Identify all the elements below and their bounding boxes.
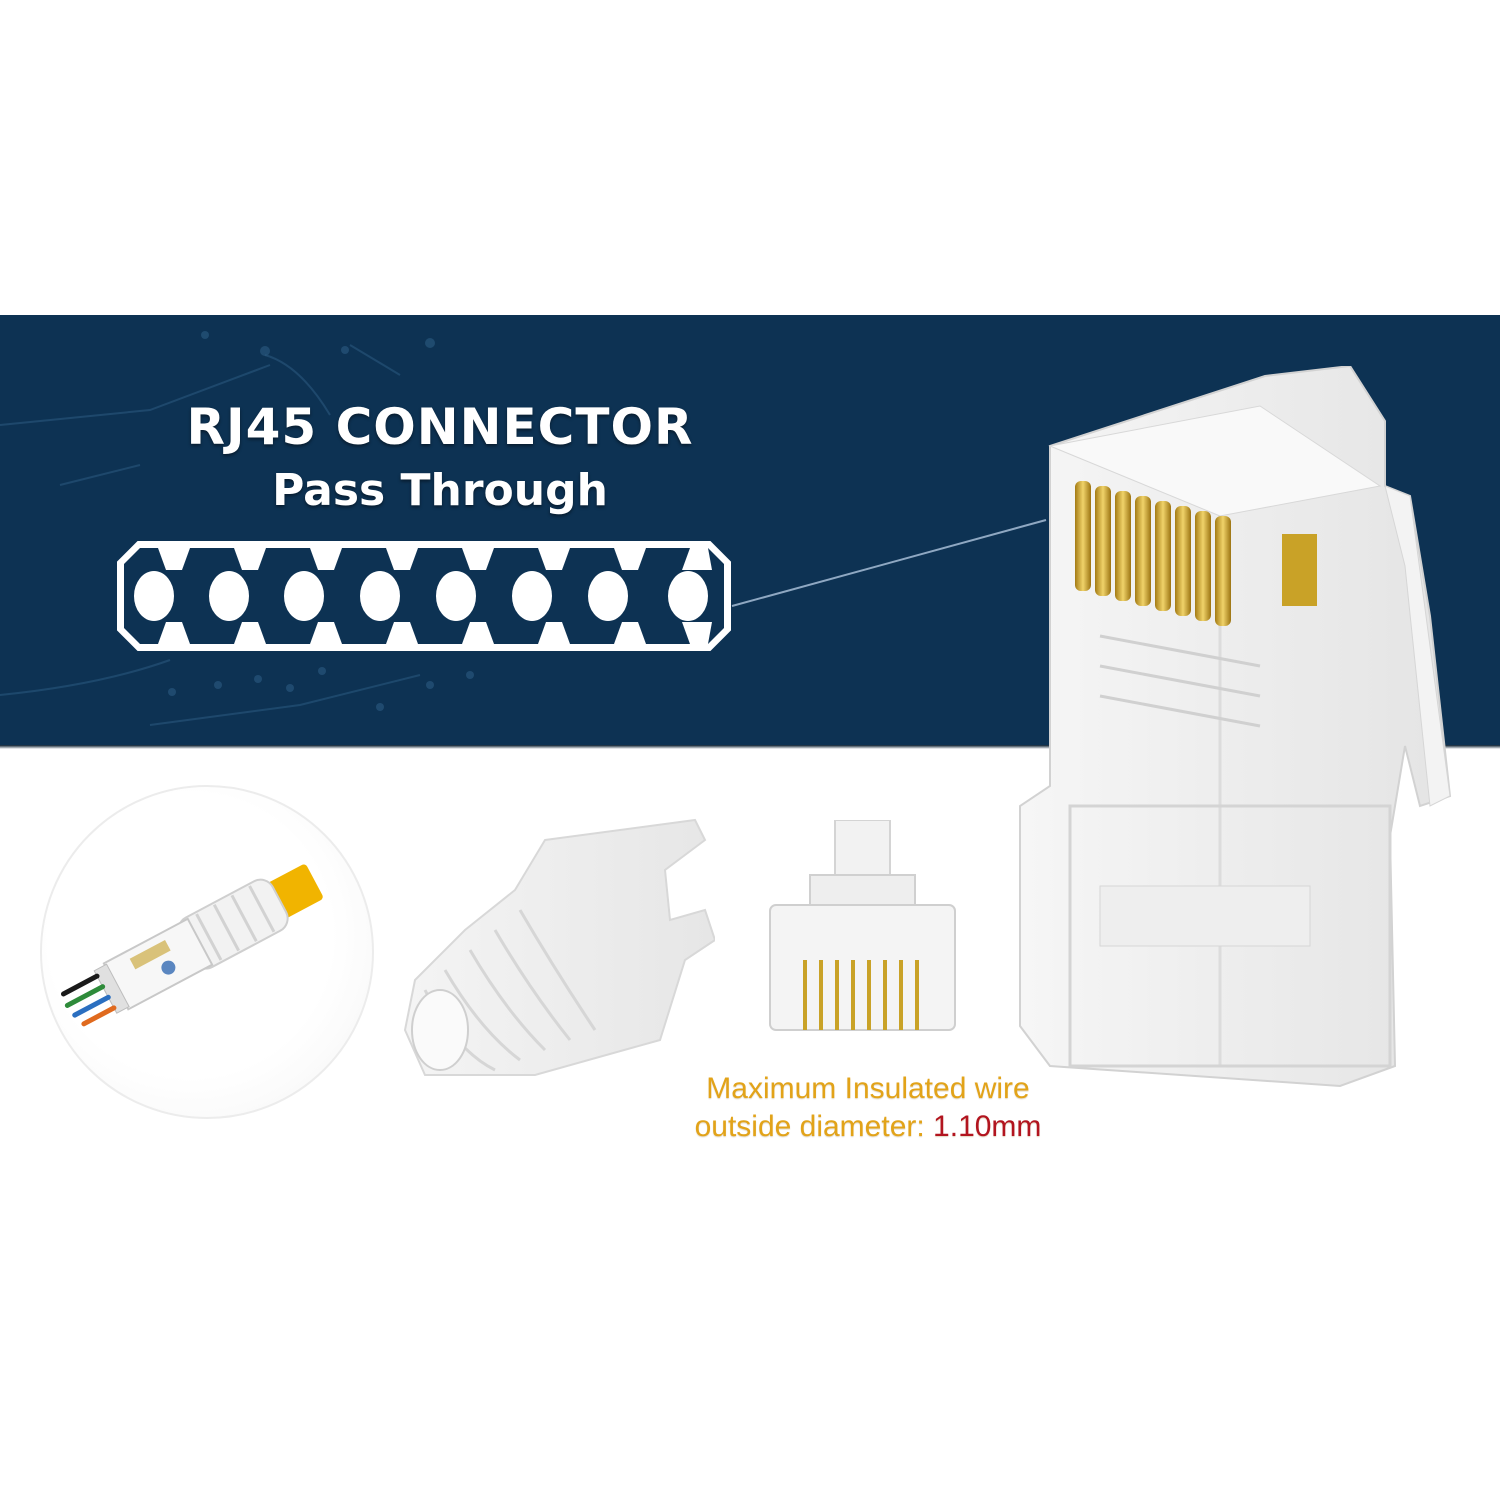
pin-layout-icon [117,541,731,651]
note-line-2-prefix: outside diameter: [694,1110,934,1143]
note-line-1: Maximum Insulated wire [706,1072,1030,1105]
note-line-2: outside diameter: 1.10mm [668,1108,1068,1146]
ethernet-plug-icon [60,864,323,1027]
diameter-value: 1.10mm [933,1110,1042,1143]
rj45-front-icon [769,820,956,1031]
circuit-background-icon [0,331,474,726]
wire-diameter-note: Maximum Insulated wire outside diameter:… [668,1070,1068,1146]
banner-bottom-edge [0,745,1500,749]
banner-subtitle: Pass Through [272,465,608,516]
banner-title: RJ45 CONNECTOR [186,398,694,456]
boot-icon [403,818,715,1076]
rj45-connector-icon [1019,366,1452,1088]
